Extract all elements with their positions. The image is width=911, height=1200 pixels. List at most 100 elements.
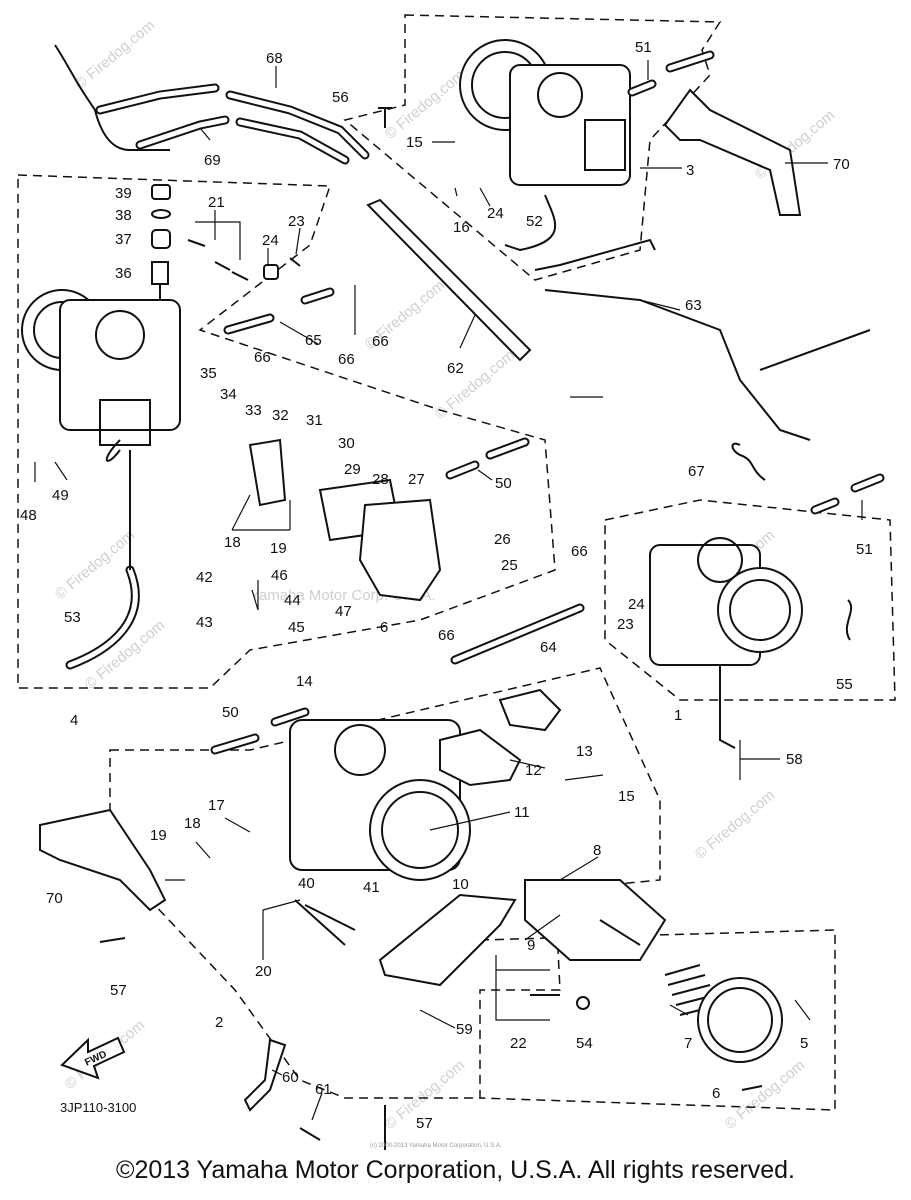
carburetor-exploded-diagram: © Firedog.com © Firedog.com © Firedog.co…: [17, 14, 896, 1150]
part-label-60: 60: [282, 1069, 299, 1086]
part-label-36: 36: [115, 265, 132, 282]
part-label-24: 24: [262, 232, 279, 249]
part-label-54: 54: [576, 1035, 593, 1052]
part-label-7: 7: [684, 1035, 692, 1052]
top-cover-5: [697, 977, 783, 1063]
part-label-49: 49: [52, 487, 69, 504]
part-label-3: 3: [686, 162, 694, 179]
part-label-70: 70: [833, 156, 850, 173]
cap-39: [151, 184, 171, 200]
bracket-32: [248, 438, 287, 507]
part-label-6: 6: [712, 1085, 720, 1102]
part-label-38: 38: [115, 207, 132, 224]
part-label-41: 41: [363, 879, 380, 896]
cap-54: [576, 996, 590, 1010]
outline-carb-1: [604, 499, 896, 701]
part-label-24: 24: [487, 205, 504, 222]
part-label-21: 21: [208, 194, 225, 211]
part-label-64: 64: [540, 639, 557, 656]
outline-carb-3: [343, 14, 722, 281]
carb-3-body: [509, 64, 631, 186]
parts: FWD: [21, 39, 885, 1150]
group-outlines: [17, 14, 896, 1111]
part-label-55: 55: [836, 676, 853, 693]
bracket-70-top: [663, 88, 802, 216]
part-label-65: 65: [305, 332, 322, 349]
cover-47: [358, 498, 442, 602]
watermark: © Firedog.com: [52, 527, 138, 603]
throttle-cable: [54, 44, 170, 151]
copyright-footer: ©2013 Yamaha Motor Corporation, U.S.A. A…: [116, 1156, 795, 1184]
part-label-66: 66: [254, 349, 271, 366]
part-label-68: 68: [266, 50, 283, 67]
part-label-6: 6: [380, 619, 388, 636]
part-label-23: 23: [617, 616, 634, 633]
part-label-19: 19: [270, 540, 287, 557]
part-label-1: 1: [674, 707, 682, 724]
part-label-10: 10: [452, 876, 469, 893]
part-label-12: 12: [525, 762, 542, 779]
part-label-31: 31: [306, 412, 323, 429]
part-label-51: 51: [856, 541, 873, 558]
outline-carb-4: [17, 174, 556, 689]
part-label-8: 8: [593, 842, 601, 859]
part-label-5: 5: [800, 1035, 808, 1052]
part-label-29: 29: [344, 461, 361, 478]
part-label-37: 37: [115, 231, 132, 248]
part-label-16: 16: [453, 219, 470, 236]
watermark: © Firedog.com: [72, 17, 158, 93]
part-label-9: 9: [527, 937, 535, 954]
screw-61: [299, 1127, 321, 1141]
part-label-17: 17: [208, 797, 225, 814]
part-label-4: 4: [70, 712, 78, 729]
bracket-70-bottom: [39, 808, 167, 912]
part-label-28: 28: [372, 471, 389, 488]
part-label-40: 40: [298, 875, 315, 892]
part-label-66: 66: [338, 351, 355, 368]
part-label-13: 13: [576, 743, 593, 760]
spring-55: [845, 599, 853, 641]
spring-7: [664, 964, 721, 1016]
screw-23: [289, 257, 301, 267]
valve-37: [151, 229, 171, 249]
washer-24: [263, 264, 279, 280]
part-label-53: 53: [64, 609, 81, 626]
part-label-25: 25: [501, 557, 518, 574]
small-copyright: (c) 2000-2013 Yamaha Motor Corporation, …: [370, 1143, 502, 1149]
part-label-33: 33: [245, 402, 262, 419]
part-label-48: 48: [20, 507, 37, 524]
part-label-70: 70: [46, 890, 63, 907]
part-label-11: 11: [514, 804, 530, 821]
part-labels: 68 69 56 51 70 3 15 16 24 52 39 38 37 36…: [20, 39, 873, 1149]
part-label-57: 57: [416, 1115, 433, 1132]
outline-carb-2: [109, 667, 661, 1099]
part-label-34: 34: [220, 386, 237, 403]
part-label-61: 61: [315, 1081, 332, 1098]
part-label-67: 67: [688, 463, 705, 480]
part-label-56: 56: [332, 89, 349, 106]
screw-6: [741, 1085, 763, 1091]
diaphragm-9: [524, 879, 667, 961]
screw-21: [187, 239, 249, 281]
bracket-60: [243, 1038, 287, 1112]
part-label-57: 57: [110, 982, 127, 999]
part-label-27: 27: [408, 471, 425, 488]
carb-4-body: [59, 299, 181, 431]
throttle-shaft-63: [534, 238, 811, 441]
screw-57a: [99, 937, 126, 943]
part-label-44: 44: [284, 592, 301, 609]
o-ring-38: [151, 209, 171, 219]
part-label-66: 66: [571, 543, 588, 560]
carb-2-throat: [369, 779, 471, 881]
part-label-50: 50: [222, 704, 239, 721]
part-label-2: 2: [215, 1014, 223, 1031]
spring-67: [731, 442, 766, 481]
spring-20: [294, 899, 356, 946]
part-label-42: 42: [196, 569, 213, 586]
part-label-51: 51: [635, 39, 652, 56]
watermark: © Firedog.com: [382, 67, 468, 143]
outline-lower-right: [479, 929, 836, 1111]
part-label-45: 45: [288, 619, 305, 636]
part-label-46: 46: [271, 567, 288, 584]
part-label-23: 23: [288, 213, 305, 230]
